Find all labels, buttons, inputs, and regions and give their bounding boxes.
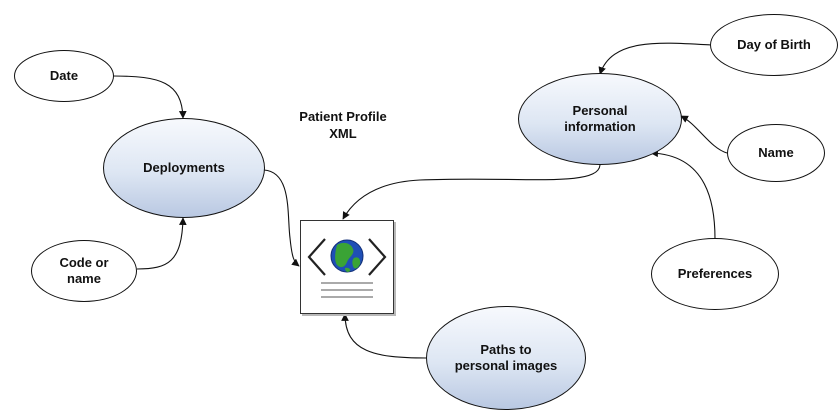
preferences-to-personal-information-arrow	[650, 149, 716, 240]
code-or-name-node: Code or name	[31, 240, 137, 302]
date-node: Date	[14, 50, 114, 102]
preferences-label: Preferences	[677, 266, 753, 281]
personal-information-to-document-arrow	[342, 164, 601, 220]
name-label: Name	[758, 145, 794, 160]
xml-globe-icon	[307, 238, 387, 298]
date-label: Date	[49, 68, 79, 83]
name-node: Name	[727, 124, 825, 182]
code-or-name-to-deployments-arrow	[136, 217, 187, 270]
day-of-birth-to-personal-information-arrow	[598, 42, 712, 75]
day-of-birth-node: Day of Birth	[710, 14, 838, 76]
deployments-to-document-arrow	[263, 169, 300, 267]
diagram-title: Patient Profile XML	[299, 109, 387, 141]
date-to-deployments-arrow	[112, 75, 187, 119]
deployments-node: Deployments	[103, 118, 265, 218]
paths-to-document-arrow	[341, 313, 427, 359]
paths-to-personal-images-node: Paths to personal images	[426, 306, 586, 410]
preferences-node: Preferences	[651, 238, 779, 310]
code-or-name-label: Code or name	[59, 255, 109, 286]
personal-information-label: Personal information	[564, 103, 636, 134]
xml-globe-document-icon	[300, 220, 394, 314]
paths-to-personal-images-label: Paths to personal images	[454, 342, 558, 373]
deployments-label: Deployments	[143, 160, 225, 175]
day-of-birth-label: Day of Birth	[737, 37, 811, 52]
personal-information-node: Personal information	[518, 73, 682, 165]
name-to-personal-information-arrow	[680, 115, 728, 154]
